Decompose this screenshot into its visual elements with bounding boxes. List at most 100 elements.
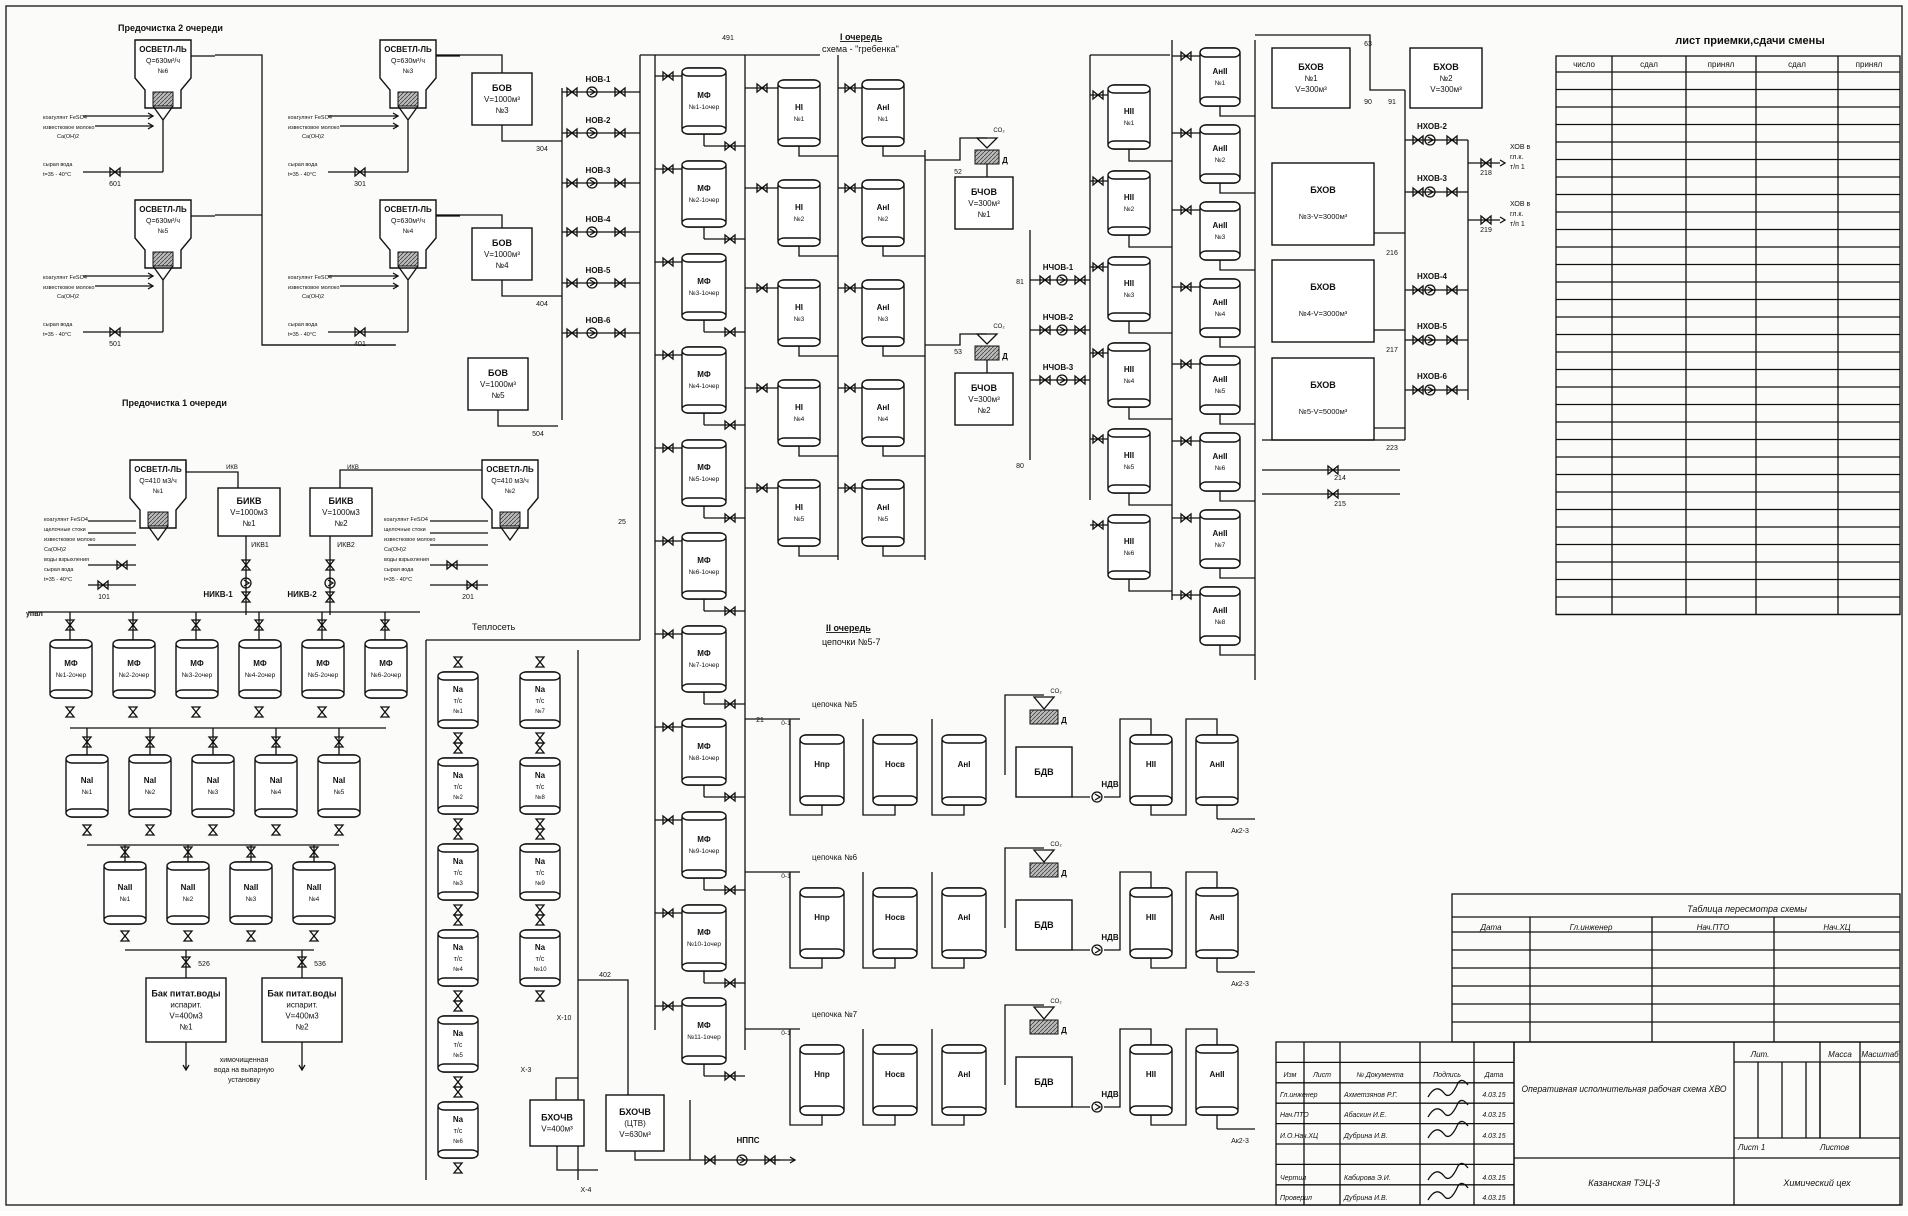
- pipe: [798, 546, 838, 557]
- valve-body: [756, 82, 768, 94]
- vessel-number: №7: [1215, 542, 1226, 549]
- vessel-type: МФ: [697, 928, 711, 937]
- pipe: [1128, 493, 1172, 506]
- box-text: №3: [495, 106, 509, 115]
- valve-number: 402: [599, 972, 611, 979]
- clarifier-title: ОСВЕТЛ-ЛЬ: [384, 45, 432, 54]
- valve-body: [1092, 347, 1104, 359]
- valve-body: [756, 382, 768, 394]
- box-text: №5-V=5000м³: [1299, 407, 1348, 416]
- vessel-body: [681, 718, 727, 786]
- valve-icon: [127, 706, 139, 718]
- vessel-type: Na: [453, 943, 464, 952]
- pump-label: НЧОВ-2: [1043, 313, 1074, 322]
- valve-icon: [662, 70, 674, 82]
- pipe: [798, 446, 838, 457]
- pipe: [789, 872, 823, 969]
- valve-icon: [119, 846, 131, 858]
- pump-body: [586, 226, 598, 238]
- bhochv-tank: БХОЧВ V=400м³: [529, 1099, 585, 1147]
- pump-arrow: [589, 329, 597, 337]
- valve-body: [566, 327, 578, 339]
- vessel-top: [437, 929, 479, 939]
- chain-title: цепочка №5: [812, 700, 858, 709]
- pump-icon: [586, 277, 598, 289]
- box-text: БХОЧВ: [541, 1113, 573, 1123]
- vessel-number: №5-1очер: [689, 476, 720, 483]
- vessel-type: Носв: [885, 760, 905, 769]
- valve-icon: [662, 907, 674, 919]
- valve-icon: [1092, 89, 1104, 101]
- vessel-top: [777, 379, 821, 389]
- input-label: t=35 - 40°C: [44, 577, 72, 583]
- chain-an2-5: АнII: [1195, 734, 1239, 806]
- pump-label: НХОВ-4: [1417, 272, 1448, 281]
- box-body: [1271, 47, 1351, 109]
- vessel-number: №3: [1124, 292, 1135, 299]
- box-text: БОВ: [492, 238, 512, 248]
- vessel-bottom: [519, 719, 561, 729]
- box-body: [1409, 47, 1483, 109]
- vessel-number: №6-1очер: [689, 569, 720, 576]
- chain-h2-7: НII: [1129, 1044, 1173, 1116]
- vessel-body: [681, 811, 727, 879]
- valve-body: [1446, 186, 1458, 198]
- box-body: [217, 487, 281, 537]
- vessel-top: [437, 1101, 479, 1111]
- pump-body: [586, 327, 598, 339]
- vessel-type: НII: [1146, 760, 1156, 769]
- vessel-bottom: [1199, 404, 1241, 415]
- vessel-bottom: [317, 808, 361, 818]
- valve-number: 404: [536, 301, 548, 308]
- valve-body: [534, 732, 546, 744]
- valve-icon: [534, 742, 546, 754]
- valve-body: [182, 846, 194, 858]
- pump-arrow: [739, 1156, 747, 1164]
- vessel-top: [1129, 734, 1173, 745]
- valve-body: [1092, 89, 1104, 101]
- vessel-body: [1195, 734, 1239, 806]
- pump-icon: [1091, 791, 1103, 803]
- pump-arrow: [1427, 336, 1435, 344]
- vessel-body: [777, 179, 821, 247]
- valve-icon: [662, 628, 674, 640]
- valve-body: [534, 656, 546, 668]
- valve-body: [614, 86, 626, 98]
- vessel-top: [519, 757, 561, 767]
- vessel-bottom: [681, 776, 727, 786]
- valve-body: [844, 182, 856, 194]
- distributor-cone: [975, 333, 999, 345]
- vessel-number: №2: [1124, 206, 1135, 213]
- vessel-bottom: [437, 891, 479, 901]
- decarbonizer: [1029, 1019, 1059, 1035]
- valve-body: [1180, 127, 1192, 139]
- box-text: №1: [179, 1023, 193, 1032]
- box-text: V=400м³: [541, 1125, 573, 1134]
- pipe: [1104, 1028, 1152, 1108]
- flow-arrow-icon: [392, 272, 400, 280]
- vessel-type: АнI: [958, 760, 971, 769]
- valve-icon: [1180, 512, 1192, 524]
- valve-icon: [308, 930, 320, 942]
- vessel-body: [799, 887, 845, 959]
- stamp-col-header: № Документа: [1356, 1072, 1403, 1079]
- valve-body: [270, 736, 282, 748]
- vessel-top: [112, 639, 156, 649]
- vessel-type: NaII: [118, 883, 133, 892]
- valve-icon: [1412, 384, 1424, 396]
- valve-icon: [566, 127, 578, 139]
- vessel-body: [1129, 887, 1173, 959]
- valve-icon: [844, 382, 856, 394]
- clarifier-flow: Q=630м³/ч: [391, 58, 425, 65]
- vessel-bottom: [941, 949, 987, 959]
- valve-icon: [1412, 186, 1424, 198]
- vessel-number: №3-2очер: [182, 672, 213, 679]
- pump-icon: [586, 86, 598, 98]
- pipe: [862, 1029, 896, 1126]
- clarifier-title: ОСВЕТЛ-ЛЬ: [139, 45, 187, 54]
- valve-icon: [1180, 50, 1192, 62]
